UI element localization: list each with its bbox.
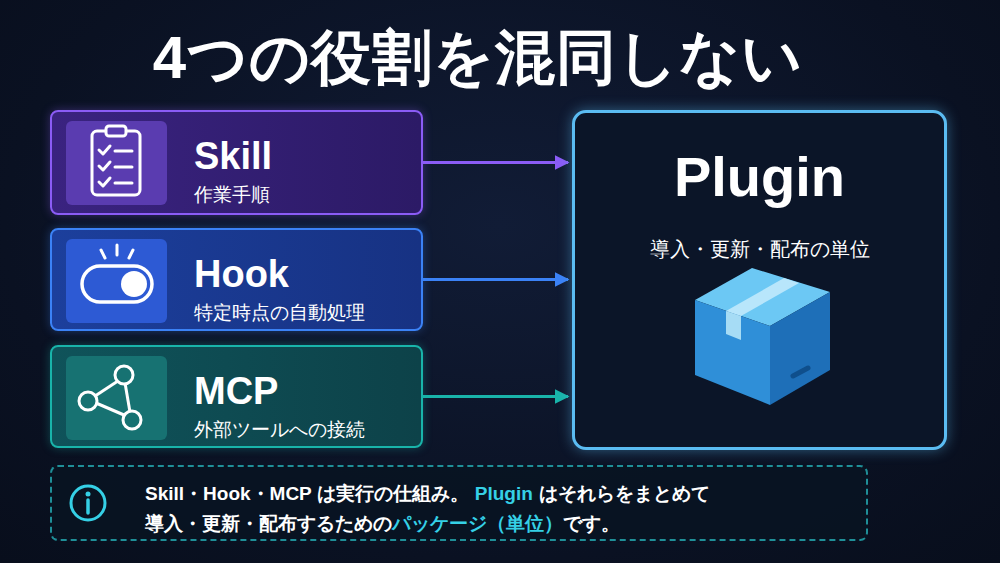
plugin-box: Plugin 導入・更新・配布の単位 xyxy=(572,110,947,450)
icon-tile xyxy=(66,121,167,205)
note-text: はそれらをまとめて xyxy=(539,483,710,504)
box-heading: Hook xyxy=(194,252,411,296)
note-text: パッケージ（単位） xyxy=(392,513,563,534)
note-text: Skill・Hook・MCP は実行の仕組み。 xyxy=(145,483,469,504)
box-description: 特定時点の自動処理 xyxy=(194,300,411,326)
box-heading: Skill xyxy=(194,134,411,178)
hook-box: Hook 特定時点の自動処理 xyxy=(50,228,423,331)
title: 4つの役割を混同しない xyxy=(0,18,956,99)
note-text: 導入・更新・配布するための xyxy=(145,513,392,534)
mcp-box: MCP 外部ツールへの接続 xyxy=(50,345,423,448)
box-description: 外部ツールへの接続 xyxy=(194,417,411,443)
box-description: 作業手順 xyxy=(194,182,411,208)
note-text: です。 xyxy=(563,513,620,534)
info-note-box: Skill・Hook・MCP は実行の仕組み。 Plugin はそれらをまとめて導入… xyxy=(50,465,868,541)
toggle-icon xyxy=(82,245,152,302)
package-illustration xyxy=(695,268,830,405)
skill-box: Skill 作業手順 xyxy=(50,110,423,215)
network-icon xyxy=(79,366,141,429)
icon-tile xyxy=(66,239,167,323)
icon-tile xyxy=(66,356,167,440)
connector-arrow xyxy=(423,278,568,281)
info-icon xyxy=(71,486,105,520)
connector-arrow xyxy=(423,161,568,164)
box-heading: MCP xyxy=(194,369,411,413)
connector-arrow xyxy=(423,395,568,398)
note-text: Plugin xyxy=(475,483,533,504)
box-heading: Plugin xyxy=(575,145,944,209)
box-description: 導入・更新・配布の単位 xyxy=(575,235,944,263)
clipboard-icon xyxy=(92,126,140,195)
